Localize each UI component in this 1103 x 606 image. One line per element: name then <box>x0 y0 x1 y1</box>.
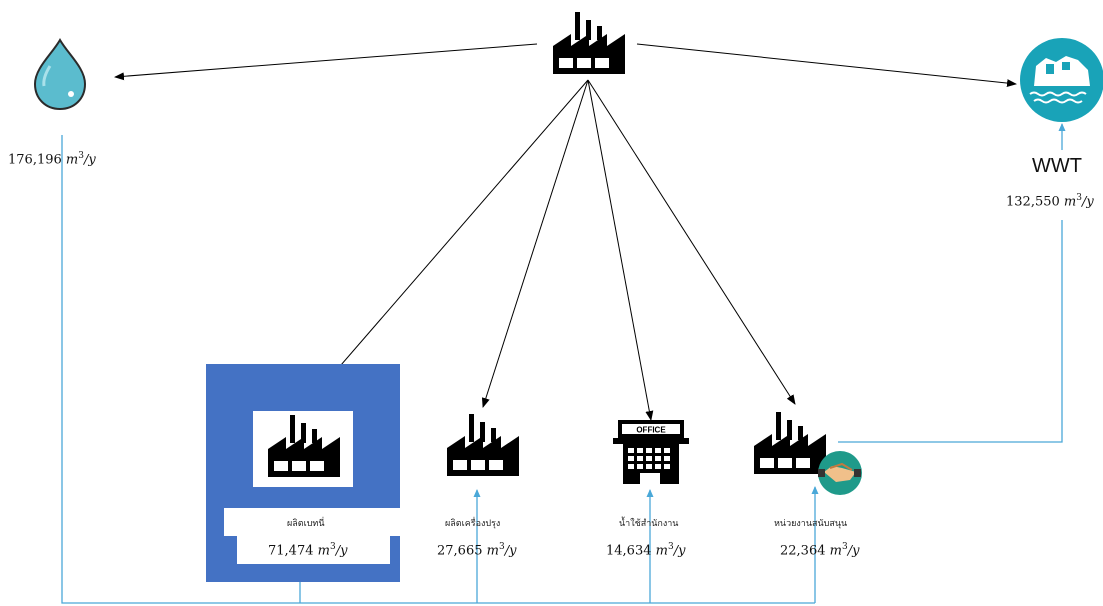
unit-1-label: ผลิตเบทนี่ <box>287 519 325 529</box>
handshake-icon <box>818 451 862 495</box>
unit-3-label: น้ำใช้สำนักงาน <box>619 519 679 529</box>
water-distribution-lines <box>61 123 1066 604</box>
unit-4-value: 22,364 m3/y <box>780 542 860 559</box>
wwt-label: WWT <box>1032 155 1082 177</box>
wwt-value: 132,550 m3/y <box>1006 193 1094 210</box>
office-building-icon: OFFICE <box>613 420 689 484</box>
main-supply-line <box>61 135 815 604</box>
unit-4-factory-icon <box>754 412 826 474</box>
wastewater-return-line <box>838 220 1063 443</box>
water-drop-icon <box>33 37 87 111</box>
factory-flow-arrows <box>114 43 1017 421</box>
arrow-to-unit-4 <box>587 79 796 405</box>
office-sign-text: OFFICE <box>636 426 666 435</box>
unit-4-label: หน่วยงานสนับสนุน <box>774 519 848 529</box>
unit-2-label: ผลิตเครื่องปรุง <box>445 519 501 529</box>
arrow-to-unit-1 <box>301 79 589 411</box>
unit-2-value: 27,665 m3/y <box>437 542 517 559</box>
arrow-to-wwt <box>636 43 1017 88</box>
main-factory-icon <box>553 12 625 74</box>
arrow-to-unit-3 <box>587 79 654 421</box>
unit-1-value: 71,474 m3/y <box>268 542 348 559</box>
wastewater-treatment-icon <box>1020 38 1103 122</box>
arrow-to-water-source <box>114 43 538 81</box>
unit-3-value: 14,634 m3/y <box>606 542 686 559</box>
arrow-to-unit-2 <box>481 79 589 408</box>
unit-2-factory-icon <box>447 414 519 476</box>
water-source-value: 176,196 m3/y <box>8 151 96 168</box>
